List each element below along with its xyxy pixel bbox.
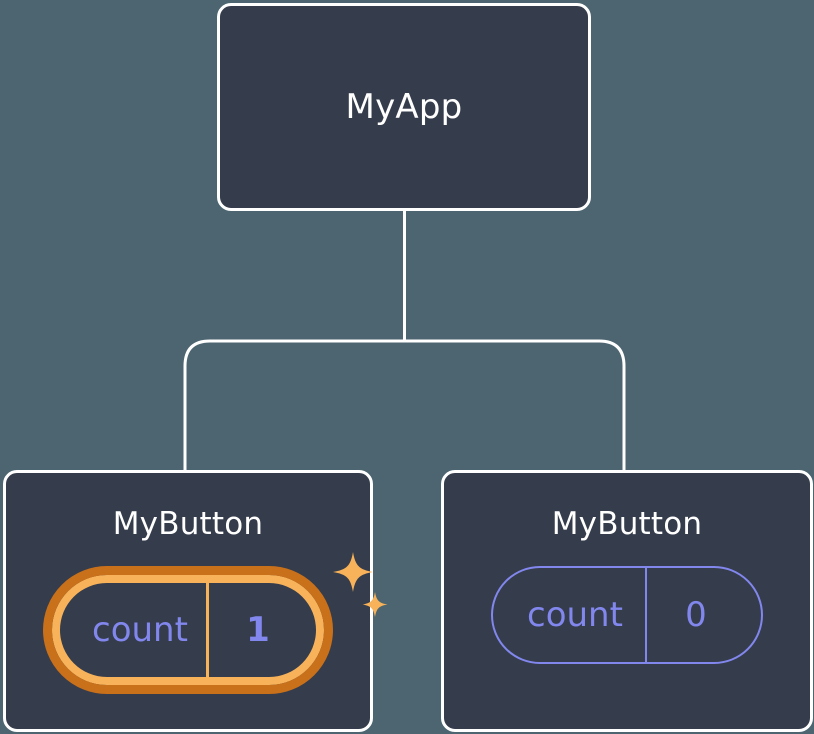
state-pill-key: count	[52, 575, 206, 685]
state-pill-value: 1	[205, 575, 309, 685]
state-key-label: count	[92, 610, 188, 650]
state-pill-value: 0	[644, 568, 745, 662]
state-pill-key: count	[493, 568, 645, 662]
component-node-myapp[interactable]: MyApp	[217, 3, 591, 211]
state-pill-highlighted[interactable]: count 1	[43, 566, 333, 694]
component-title: MyApp	[345, 87, 463, 127]
connector-branch	[183, 339, 626, 470]
state-pill-wrapper: count 0	[491, 566, 763, 664]
sparkle-icon	[362, 592, 388, 617]
state-value-label: 1	[246, 610, 270, 650]
sparkle-icon	[333, 552, 373, 592]
state-pill-wrapper: count 1	[43, 552, 388, 694]
sparkle-group	[333, 552, 388, 617]
state-pill-plain[interactable]: count 0	[491, 566, 763, 664]
state-key-label: count	[527, 595, 623, 635]
component-title: MyButton	[551, 506, 703, 542]
component-node-mybutton-left[interactable]: MyButton count 1	[3, 470, 388, 732]
component-title: MyButton	[112, 506, 264, 542]
state-value-label: 0	[685, 595, 707, 635]
component-node-mybutton-right[interactable]: MyButton count 0	[441, 470, 813, 732]
